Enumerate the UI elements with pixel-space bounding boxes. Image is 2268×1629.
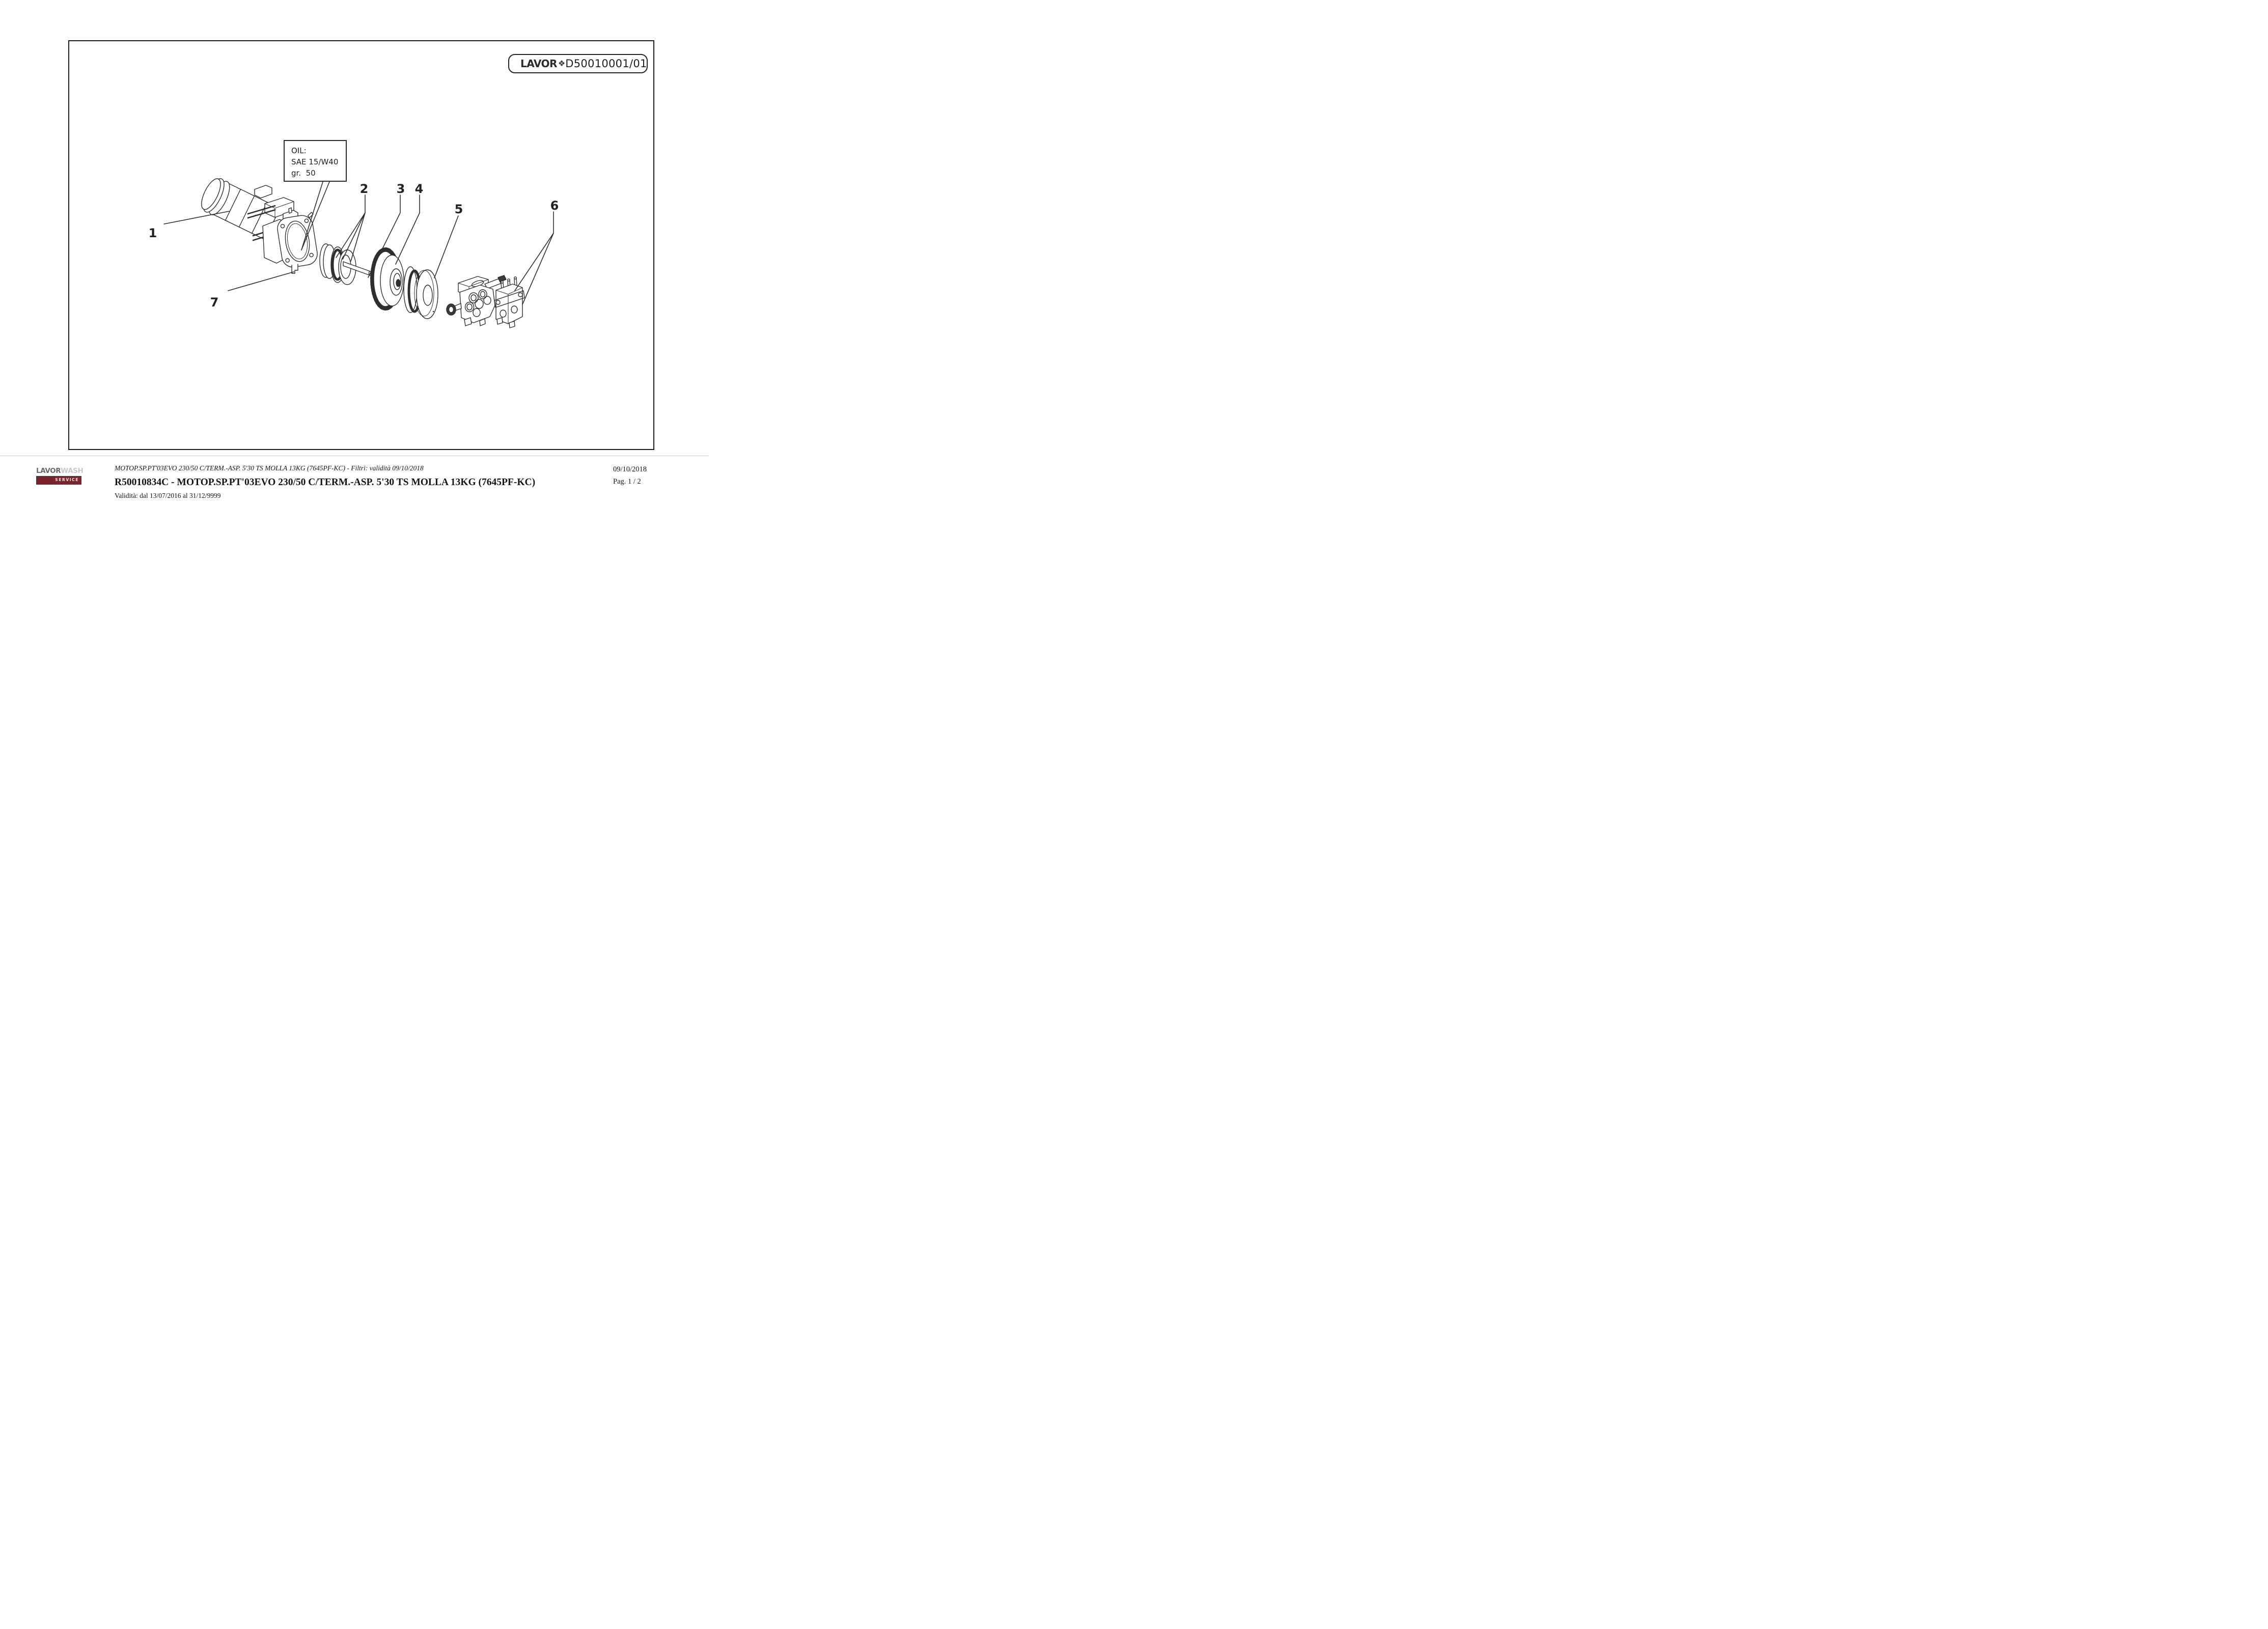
oil-note-line1: OIL: <box>291 146 307 155</box>
callout-5: 5 <box>454 202 463 216</box>
page-number: Pag. 1 / 2 <box>613 477 641 486</box>
footer-right-block: 09/10/2018 Pag. 1 / 2 <box>613 466 647 485</box>
callout-1: 1 <box>148 226 157 240</box>
callout-6: 6 <box>550 199 559 213</box>
leader-7 <box>228 271 294 291</box>
pulley-washer-drawing <box>403 266 438 319</box>
leader-lines <box>163 181 554 305</box>
footer-text-block: MOTOP.SP.PT'03EVO 230/50 C/TERM.-ASP. 5'… <box>115 464 603 500</box>
service-bar: SERVICE <box>36 475 81 485</box>
oil-note-box: OIL: SAE 15/W40 gr. 50 <box>284 140 347 182</box>
print-date: 09/10/2018 <box>613 465 647 473</box>
oil-note-line2: SAE 15/W40 <box>291 157 339 166</box>
document-title: R50010834C - MOTOP.SP.PT'03EVO 230/50 C/… <box>115 477 536 488</box>
lavorwash-logo-text: LAVORWASH <box>36 467 84 475</box>
oil-note-line3: gr. 50 <box>291 168 316 178</box>
validity-line: Validità: dal 13/07/2016 al 31/12/9999 <box>115 492 221 499</box>
gear-wheel-drawing <box>370 247 404 311</box>
doc-code: D50010001/01 <box>565 58 647 70</box>
filter-line: MOTOP.SP.PT'03EVO 230/50 C/TERM.-ASP. 5'… <box>115 464 424 472</box>
leader-2 <box>336 194 366 262</box>
leader-4 <box>395 194 420 265</box>
logo-wash-text: WASH <box>61 467 84 475</box>
exploded-diagram <box>163 178 554 328</box>
pump-flange-drawing <box>277 212 318 274</box>
leader-oil-a <box>301 181 323 250</box>
doc-code-box: LAVOR ❖ D50010001/01 <box>508 54 648 73</box>
lavor-diamond-icon: ❖ <box>558 59 566 68</box>
lavor-brand-text: LAVOR <box>520 58 557 70</box>
leader-6 <box>514 211 554 305</box>
lavor-logo: LAVOR ❖ <box>520 58 565 70</box>
pump-head-right-drawing <box>494 276 525 328</box>
leader-1 <box>163 211 230 224</box>
callout-3: 3 <box>396 182 405 196</box>
callout-4: 4 <box>414 182 424 196</box>
callout-2: 2 <box>359 182 369 196</box>
leader-oil-b <box>301 181 330 250</box>
pump-head-left-drawing <box>446 275 507 326</box>
leader-3 <box>368 194 401 278</box>
callout-7: 7 <box>210 295 219 310</box>
lavorwash-service-logo: LAVORWASH SERVICE <box>36 467 84 485</box>
diagram-frame <box>68 40 654 450</box>
parts-catalog-page: LAVOR ❖ D50010001/01 OIL: SAE 15/W40 gr.… <box>0 0 709 509</box>
leader-5 <box>434 215 459 278</box>
service-text: SERVICE <box>55 478 79 483</box>
logo-lavor-text: LAVOR <box>36 467 61 475</box>
motor-drawing <box>201 178 281 240</box>
